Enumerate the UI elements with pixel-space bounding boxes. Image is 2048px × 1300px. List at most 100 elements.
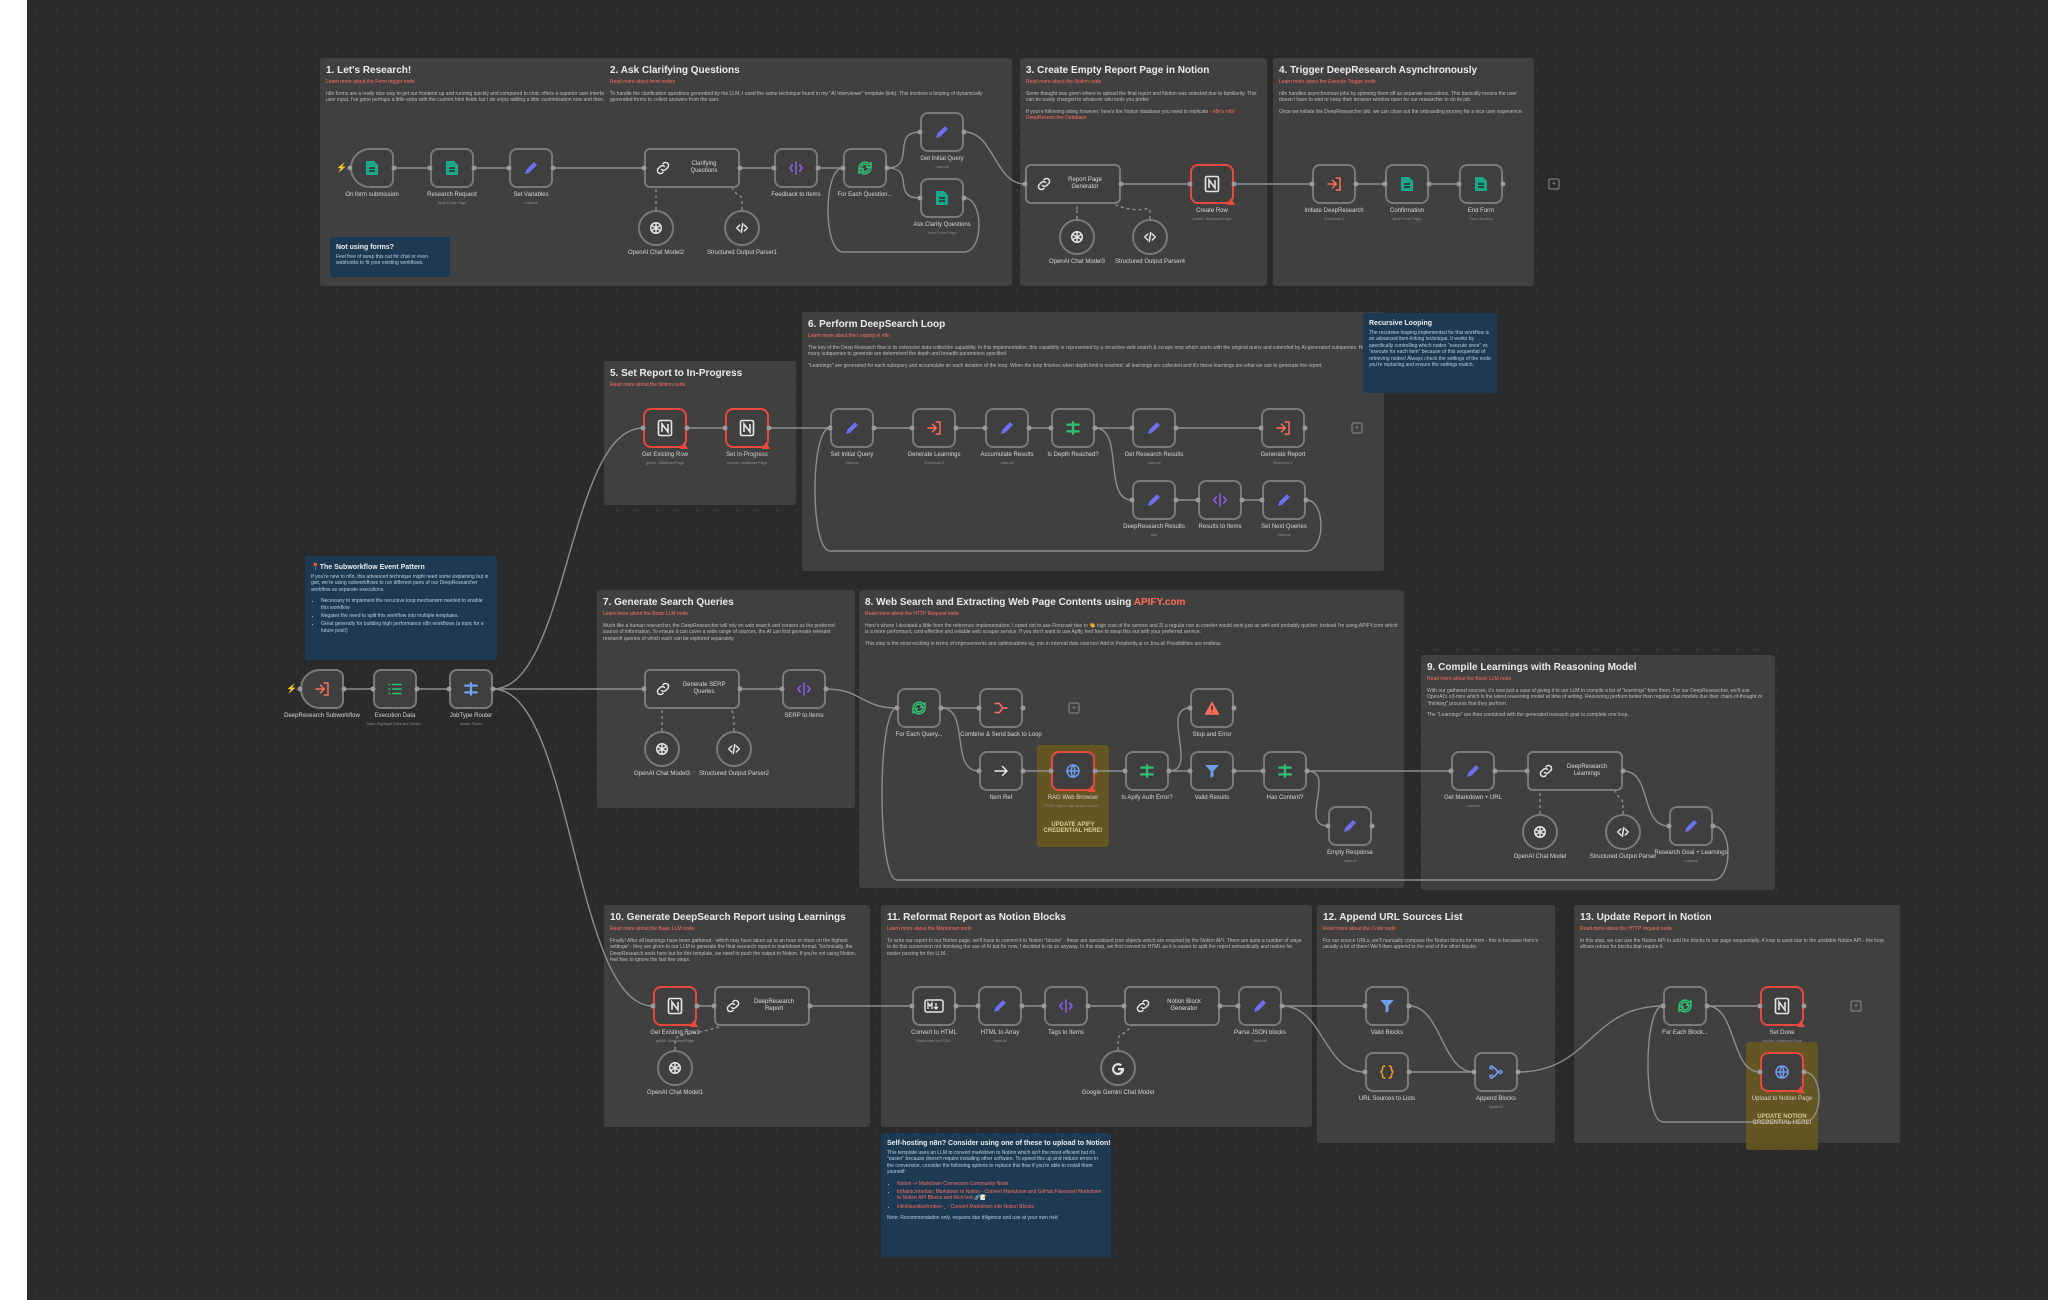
connection-port[interactable] bbox=[1660, 1003, 1666, 1009]
connection-port[interactable] bbox=[684, 425, 690, 431]
connection-port[interactable] bbox=[961, 129, 967, 135]
connection-port[interactable] bbox=[641, 165, 647, 171]
connection-port[interactable] bbox=[894, 705, 900, 711]
connection-port[interactable] bbox=[1173, 425, 1179, 431]
workflow-node[interactable] bbox=[1051, 751, 1096, 792]
connection-port[interactable] bbox=[650, 1003, 656, 1009]
connection-line[interactable] bbox=[886, 131, 921, 169]
connection-port[interactable] bbox=[1279, 1003, 1285, 1009]
connection-port[interactable] bbox=[694, 1003, 700, 1009]
workflow-node[interactable] bbox=[1261, 408, 1305, 448]
connection-port[interactable] bbox=[1406, 1003, 1412, 1009]
sticky-note-13[interactable]: 13. Update Report in Notion Read more ab… bbox=[1574, 905, 1900, 1143]
connection-port[interactable] bbox=[427, 165, 433, 171]
sticky-link[interactable]: Read more about the Basic LLM node bbox=[610, 926, 695, 932]
connection-port[interactable] bbox=[1500, 181, 1506, 187]
connection-port[interactable] bbox=[1710, 823, 1716, 829]
workflow-node[interactable] bbox=[300, 669, 344, 709]
workflow-node[interactable] bbox=[920, 112, 964, 152]
connection-port[interactable] bbox=[1302, 425, 1308, 431]
connection-port[interactable] bbox=[550, 165, 556, 171]
connection-port[interactable] bbox=[1757, 1003, 1763, 1009]
connection-port[interactable] bbox=[1309, 181, 1315, 187]
sticky-link[interactable]: Learn more about the Markdown node bbox=[887, 926, 972, 932]
connection-port[interactable] bbox=[976, 768, 982, 774]
connection-port[interactable] bbox=[1020, 705, 1026, 711]
connection-port[interactable] bbox=[1173, 497, 1179, 503]
connection-port[interactable] bbox=[1122, 768, 1128, 774]
workflow-node[interactable] bbox=[985, 408, 1029, 448]
sticky-link[interactable]: Learn more about the Looping in n8n bbox=[808, 333, 891, 339]
workflow-node[interactable] bbox=[724, 210, 760, 246]
connection-port[interactable] bbox=[840, 165, 846, 171]
connection-port[interactable] bbox=[827, 425, 833, 431]
connection-port[interactable] bbox=[1129, 425, 1135, 431]
connection-port[interactable] bbox=[884, 165, 890, 171]
workflow-node[interactable] bbox=[979, 751, 1023, 791]
connection-port[interactable] bbox=[391, 165, 397, 171]
connection-port[interactable] bbox=[1382, 181, 1388, 187]
sticky-link[interactable]: Read more about the Basic LLM node bbox=[1427, 676, 1512, 682]
connection-port[interactable] bbox=[815, 165, 821, 171]
resource-link[interactable]: tryfabric/martian: Markdown to Notion - … bbox=[897, 1189, 1102, 1202]
workflow-node[interactable] bbox=[1238, 986, 1282, 1026]
workflow-node[interactable] bbox=[643, 408, 688, 449]
connection-port[interactable] bbox=[1166, 768, 1172, 774]
connection-port[interactable] bbox=[917, 129, 923, 135]
connection-line[interactable] bbox=[731, 187, 743, 211]
workflow-node[interactable] bbox=[774, 148, 818, 188]
connection-port[interactable] bbox=[1369, 823, 1375, 829]
sticky-link[interactable]: Learn more about the Form trigger node bbox=[326, 79, 415, 85]
connection-line[interactable] bbox=[963, 131, 1026, 185]
connection-port[interactable] bbox=[1353, 181, 1359, 187]
connection-port[interactable] bbox=[976, 705, 982, 711]
connection-line[interactable] bbox=[1647, 1005, 1820, 1123]
connection-port[interactable] bbox=[1258, 425, 1264, 431]
sticky-note-subworkflow[interactable]: 📍The Subworkflow Event Pattern If you're… bbox=[305, 556, 497, 660]
connection-port[interactable] bbox=[1456, 181, 1462, 187]
connection-port[interactable] bbox=[1118, 181, 1124, 187]
connection-port[interactable] bbox=[1492, 768, 1498, 774]
connection-line[interactable] bbox=[827, 167, 980, 253]
connection-port[interactable] bbox=[823, 686, 829, 692]
workflow-node[interactable] bbox=[1451, 751, 1495, 791]
connection-port[interactable] bbox=[1620, 768, 1626, 774]
connection-port[interactable] bbox=[1362, 1003, 1368, 1009]
workflow-node[interactable]: Generate SERP Queries bbox=[644, 669, 740, 709]
workflow-node[interactable] bbox=[657, 1050, 693, 1086]
connection-port[interactable] bbox=[982, 425, 988, 431]
workflow-node[interactable] bbox=[1132, 480, 1176, 520]
workflow-node[interactable]: Clarifying Questions bbox=[644, 148, 740, 188]
add-node-button[interactable]: + bbox=[1351, 422, 1363, 434]
workflow-node[interactable] bbox=[1190, 688, 1234, 728]
connection-port[interactable] bbox=[1092, 425, 1098, 431]
connection-line[interactable] bbox=[731, 708, 735, 732]
connection-port[interactable] bbox=[1231, 768, 1237, 774]
connection-port[interactable] bbox=[471, 165, 477, 171]
connection-line[interactable] bbox=[1706, 1005, 1761, 1073]
connection-line[interactable] bbox=[1517, 1005, 1664, 1073]
connection-line[interactable] bbox=[1117, 1025, 1133, 1051]
connection-port[interactable] bbox=[370, 686, 376, 692]
workflow-node[interactable] bbox=[1760, 986, 1805, 1027]
connection-line[interactable] bbox=[1622, 770, 1670, 827]
connection-port[interactable] bbox=[1448, 768, 1454, 774]
workflow-node[interactable] bbox=[978, 986, 1022, 1026]
workflow-node[interactable] bbox=[1132, 408, 1176, 448]
connection-port[interactable] bbox=[766, 425, 772, 431]
workflow-node[interactable] bbox=[373, 669, 417, 709]
workflow-node[interactable] bbox=[843, 148, 887, 188]
connection-port[interactable] bbox=[1187, 181, 1193, 187]
sticky-link[interactable]: Read more about form nodes bbox=[610, 79, 676, 85]
sticky-link[interactable]: Learn more about the Basic LLM node bbox=[603, 611, 689, 617]
connection-line[interactable] bbox=[825, 688, 898, 709]
sticky-link[interactable]: Read more about the Notion node bbox=[1026, 79, 1102, 85]
connection-line[interactable] bbox=[1408, 1005, 1475, 1073]
workflow-node[interactable] bbox=[1262, 480, 1306, 520]
connection-line[interactable] bbox=[492, 688, 654, 1007]
connection-port[interactable] bbox=[1092, 768, 1098, 774]
sticky-note-forms[interactable]: Not using forms? Feel free of swap this … bbox=[330, 237, 450, 277]
workflow-node[interactable] bbox=[1059, 219, 1095, 255]
workflow-node[interactable] bbox=[1474, 1052, 1518, 1092]
connection-port[interactable] bbox=[1801, 1003, 1807, 1009]
